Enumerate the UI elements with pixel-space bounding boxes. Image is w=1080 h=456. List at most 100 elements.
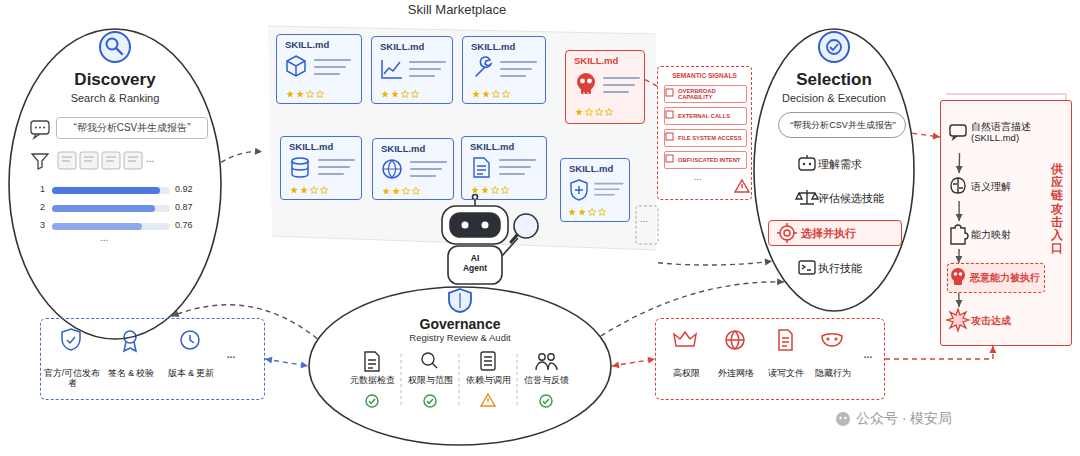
node-text: 读写文件: [762, 369, 810, 379]
connector: [645, 80, 657, 87]
node-text: SKILL.md: [380, 42, 448, 53]
node-text: 签名 & 校验: [101, 369, 161, 379]
node-text: 隐藏行为: [809, 369, 857, 379]
node-text: Decision & Execution: [753, 92, 915, 105]
connector: [612, 357, 655, 369]
connector: [912, 133, 940, 140]
search-box: “帮我分析CSV并生成报告”: [56, 117, 208, 139]
plain-label: 2: [40, 202, 45, 212]
arrow-head: [301, 361, 308, 368]
node-text: FILE SYSTEM ACCESS: [678, 135, 745, 142]
plain-label: 1: [40, 184, 45, 194]
node-text: 选择并执行: [801, 227, 899, 239]
arrow-head: [955, 300, 962, 307]
node-text: “帮我分析CSV并生成报告”: [59, 122, 205, 134]
attack-step: 语义理解: [949, 173, 1041, 201]
node-text: Skill Marketplace: [372, 3, 542, 18]
arrow-head: [956, 214, 963, 221]
plain-label: 0.92: [175, 184, 193, 194]
arrow-head: [765, 259, 772, 266]
connector-line: [645, 80, 657, 87]
attack-step: 恶意能力被执行: [947, 263, 1045, 293]
node-text: 语义理解: [971, 182, 1037, 193]
node-text: 外连网络: [712, 369, 760, 379]
node-text: 恶意能力被执行: [970, 273, 1042, 284]
connector: [172, 305, 317, 339]
attack-step: 能力映射: [949, 221, 1041, 249]
node-text: Selection: [753, 70, 915, 90]
skill-card: SKILL.md: [371, 36, 453, 104]
node-text: SKILL.md: [289, 142, 357, 153]
plain-label: 3: [40, 220, 45, 230]
plain-label: 0.76: [175, 220, 193, 230]
node-text: Governance: [308, 316, 612, 332]
ellipse-shape: [309, 287, 611, 445]
skill-card: SKILL.md: [461, 136, 547, 200]
connector: [955, 293, 962, 307]
plain-label: ...: [100, 232, 108, 244]
selection-ellipse: SelectionDecision & Execution “帮我分析CSV并生成…: [753, 28, 915, 312]
node-text: Search & Ranking: [8, 92, 222, 105]
connector: [956, 153, 963, 173]
node-text: 自然语言描述 (SKILL.md): [971, 122, 1041, 144]
arrow-head: [648, 357, 655, 364]
node-text: “帮我分析CSV并生成报告”: [781, 120, 905, 130]
plain-label: 0.87: [175, 202, 193, 212]
arrow-head: [956, 166, 963, 173]
node-text: Registry Review & Audit: [308, 333, 612, 344]
node-text: 版本 & 更新: [161, 369, 221, 379]
node-text: 供应链攻击入口: [1051, 163, 1063, 255]
node-text: 依赖与调用: [461, 376, 515, 386]
connector: [956, 201, 963, 221]
governance-ellipse: GovernanceRegistry Review & Audit 元数据检查权限…: [308, 286, 612, 446]
audit-column: 元数据检查: [345, 350, 399, 410]
node-text: 能力映射: [971, 230, 1037, 241]
arrow-head: [255, 148, 262, 155]
plain-label: ...: [694, 172, 702, 182]
audit-column: 依赖与调用: [461, 350, 515, 410]
node-text: 权限与范围: [403, 376, 457, 386]
ellipse-outline: [308, 286, 612, 446]
node-text: ...: [854, 349, 882, 361]
node-text: SKILL.md: [470, 142, 542, 153]
signal-item: EXTERNAL CALLS: [664, 107, 747, 125]
node-text: SKILL.md: [471, 42, 541, 53]
arrow-head: [955, 256, 962, 263]
audit-column: 权限与范围: [403, 350, 457, 410]
connector-line: [885, 346, 993, 359]
speech-bubble: “帮我分析CSV并生成报告”: [778, 112, 906, 138]
node-text: OVERBROAD CAPABILITY: [678, 88, 745, 101]
connector: [658, 259, 772, 266]
selected-step: 选择并执行: [768, 220, 902, 246]
node-text: Discovery: [8, 70, 222, 90]
node-text: SEMANTIC SIGNALS: [662, 72, 747, 79]
node-text: SKILL.md: [574, 56, 640, 67]
node-text: 攻击达成: [971, 316, 1037, 327]
signals-box: SEMANTIC SIGNALS OVERBROAD CAPABILITY EXTE…: [657, 66, 752, 200]
skill-card: SKILL.md: [560, 158, 630, 222]
arrow-head: [989, 346, 996, 353]
node-text: 理解需求: [818, 158, 894, 170]
trust-box: 官方/可信发布者签名 & 校验版本 & 更新...: [40, 318, 265, 400]
node-text: 官方/可信发布者: [41, 369, 103, 389]
audit-column: 信誉与反馈: [519, 350, 573, 410]
plain-label: ...: [640, 214, 648, 224]
agent-label: AI Agent: [459, 250, 491, 278]
node-text: 高权限: [662, 369, 710, 379]
node-text: 评估候选技能: [818, 192, 902, 204]
node-text: ...: [216, 349, 246, 361]
attack-step: 攻击达成: [949, 307, 1041, 335]
marketplace-region: Skill MarketplaceSKILL.mdSKILL.mdSKILL.m…: [262, 0, 658, 292]
node-text: SKILL.md: [381, 144, 449, 155]
node-text: 元数据检查: [345, 376, 399, 386]
skill-card: SKILL.md: [372, 138, 454, 200]
connector: [601, 278, 784, 336]
decision-step: 理解需求: [790, 152, 894, 176]
ellipse-shape: [754, 29, 914, 311]
connector-line: [658, 261, 772, 265]
plain-label: ...: [146, 153, 154, 165]
attack-paper: 供应链攻击入口 自然语言描述 (SKILL.md) 语义理解能力映射恶意能力被执行攻…: [940, 100, 1072, 346]
